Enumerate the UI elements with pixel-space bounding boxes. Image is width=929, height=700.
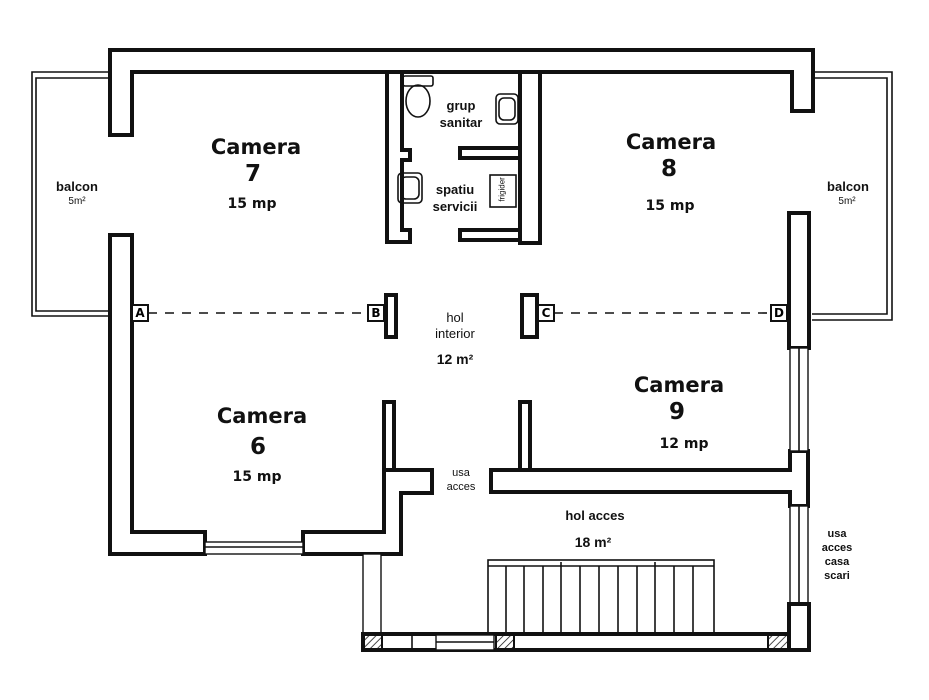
hall-interior-label-2: interior <box>435 326 475 341</box>
service-sink-icon <box>397 172 423 204</box>
stair-door-label-1: usa <box>827 528 847 540</box>
service-label-1: spatiu <box>435 182 475 197</box>
fridge-label: frigider <box>497 177 507 202</box>
camera8-left-wall <box>518 70 542 245</box>
bottom-window <box>411 634 495 651</box>
balcony-left-railing <box>31 71 110 317</box>
staircase <box>487 559 715 635</box>
camera-7-title: Camera <box>210 135 302 159</box>
hall-access-area: 18 m² <box>574 534 612 550</box>
camera-7-number: 7 <box>244 161 262 187</box>
stub-wall-right <box>518 400 532 472</box>
column-hatch-3 <box>767 633 789 651</box>
camera-9-title: Camera <box>633 373 725 397</box>
stub-wall-left <box>382 400 396 472</box>
fridge-icon <box>489 174 517 208</box>
balcony-right-railing <box>812 71 893 321</box>
camera-8-number: 8 <box>660 156 678 182</box>
camera-7-area: 15 mp <box>227 196 277 212</box>
section-marker-a: A <box>131 304 149 322</box>
pillar-c <box>520 293 539 339</box>
camera-9-number: 9 <box>668 399 686 425</box>
section-marker-c: C <box>537 304 555 322</box>
bath-service-partition <box>458 146 522 160</box>
stair-door-label-3: casa <box>824 556 850 568</box>
access-door-label-1: usa <box>452 467 470 479</box>
service-bottom-wall <box>458 228 522 242</box>
balcony-right-label: balcon <box>827 179 869 194</box>
section-marker-b: B <box>367 304 385 322</box>
balcony-left-area: 5m² <box>68 196 86 207</box>
camera-6-title: Camera <box>216 404 308 428</box>
left-exterior-wall <box>108 233 207 556</box>
pillar-b <box>384 293 398 339</box>
balcony-right-area: 5m² <box>838 196 856 207</box>
right-exterior-wall <box>787 211 811 350</box>
balcony-left-label: balcon <box>56 179 98 194</box>
bottom-right-pillar <box>787 602 811 652</box>
hall-interior-label-1: hol <box>446 310 464 325</box>
access-door-label-2: acces <box>446 481 476 493</box>
column-hatch-1 <box>363 633 383 651</box>
bottom-wall <box>361 632 791 652</box>
bath-left-wall <box>385 70 412 244</box>
camera-6-number: 6 <box>249 434 267 460</box>
camera9-bottom-wall <box>489 449 810 508</box>
section-marker-d: D <box>770 304 788 322</box>
hall-interior-area: 12 m² <box>436 351 474 367</box>
camera-9-area: 12 mp <box>659 436 709 452</box>
column-hatch-2 <box>495 633 515 651</box>
stair-door-label-4: scari <box>824 570 850 582</box>
camera-8-title: Camera <box>625 130 717 154</box>
camera9-window <box>789 347 809 452</box>
stair-door-label-2: acces <box>821 542 853 554</box>
bathroom-label-1: grup <box>446 98 476 113</box>
hall-access-label: hol acces <box>565 508 625 523</box>
stair-door-frame <box>789 505 809 605</box>
toilet-icon <box>402 75 434 118</box>
camera-6-area: 15 mp <box>232 469 282 485</box>
bathroom-label-2: sanitar <box>439 115 483 130</box>
sink-icon <box>495 93 519 125</box>
camera6-bottom-wall <box>301 468 434 556</box>
camera6-window <box>204 541 304 555</box>
camera-8-area: 15 mp <box>645 198 695 214</box>
hall-access-left-wall <box>362 553 382 635</box>
service-label-2: servicii <box>432 199 478 214</box>
